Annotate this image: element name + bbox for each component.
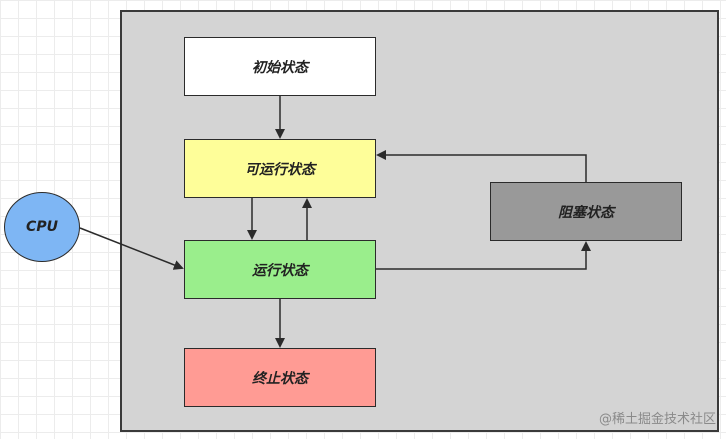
state-runnable-label: 可运行状态 xyxy=(245,161,315,178)
state-terminated: 终止状态 xyxy=(184,348,376,407)
state-blocked-label: 阻塞状态 xyxy=(558,204,614,221)
state-initial: 初始状态 xyxy=(184,37,376,96)
cpu-node: CPU xyxy=(4,192,80,262)
state-blocked: 阻塞状态 xyxy=(490,182,682,241)
state-runnable: 可运行状态 xyxy=(184,139,376,198)
state-running: 运行状态 xyxy=(184,240,376,299)
state-initial-label: 初始状态 xyxy=(252,59,308,76)
state-running-label: 运行状态 xyxy=(252,262,308,279)
cpu-label: CPU xyxy=(26,219,58,235)
state-terminated-label: 终止状态 xyxy=(252,370,308,387)
watermark: @稀土掘金技术社区 xyxy=(598,412,716,427)
